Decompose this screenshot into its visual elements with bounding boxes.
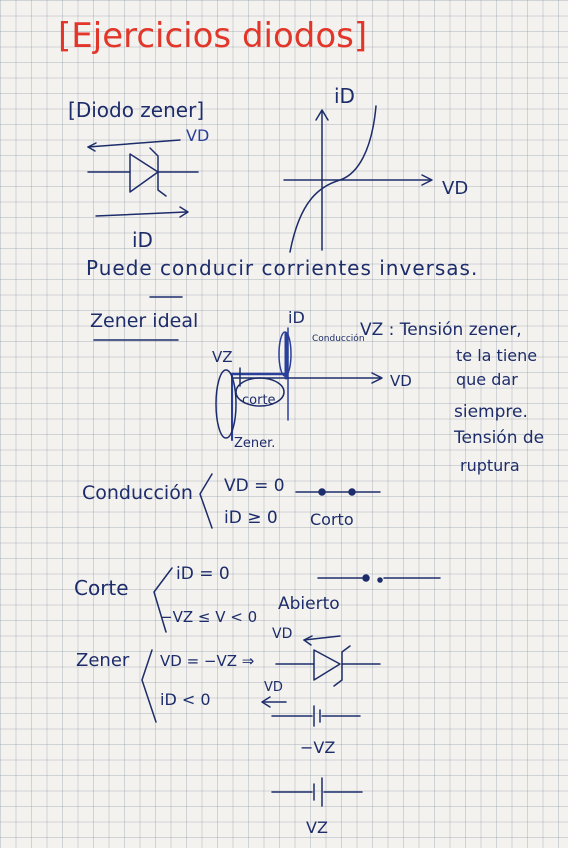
vz-def-line: VZ : Tensión zener, — [360, 320, 522, 340]
conduccion-label: Conducción — [82, 482, 193, 504]
diode-id-label: iD — [132, 228, 153, 252]
zener-cond2: iD < 0 — [160, 690, 211, 709]
bracket-close: ] — [353, 16, 368, 56]
conduccion-cond1: VD = 0 — [224, 476, 285, 496]
conduccion-cond2: iD ≥ 0 — [224, 508, 278, 528]
corte-brace — [153, 567, 173, 633]
zi-vd-label: VD — [390, 372, 412, 390]
corte-model: Abierto — [278, 594, 340, 614]
zener-vd-label-2: VD — [264, 680, 283, 695]
zener-vd-label: VD — [272, 626, 293, 642]
iv-y-label: iD — [334, 84, 355, 108]
zener-brace — [141, 649, 157, 723]
note-inverse: Puede conducir corrientes inversas. — [86, 256, 479, 280]
neg-vz-label: −VZ — [300, 738, 336, 757]
page-title: [Ejercicios diodos] — [58, 16, 367, 56]
corte-cond2: −VZ ≤ V < 0 — [160, 608, 258, 626]
vz-label: VZ — [306, 818, 328, 837]
zi-zener: Zener. — [234, 436, 276, 451]
zi-id-label: iD — [288, 308, 305, 327]
zener-cond1: VD = −VZ ⇒ — [160, 652, 255, 670]
zener-model-diode — [261, 635, 381, 708]
title-text: Ejercicios diodos — [71, 16, 354, 56]
vz-def-line: Tensión de — [454, 428, 545, 448]
zener-label: Zener — [76, 650, 130, 671]
short-circuit-symbol — [295, 488, 381, 496]
iv-curve — [283, 105, 433, 253]
vz-def-line: que dar — [456, 370, 518, 389]
zener-ideal-heading: Zener ideal — [90, 310, 199, 332]
vz-def-line: te la tiene — [456, 346, 538, 365]
vz-def-line: ruptura — [460, 456, 520, 475]
corte-label: Corte — [74, 576, 129, 600]
diodo-zener-heading-text: Diodo zener — [75, 98, 197, 122]
diodo-zener-heading: [Diodo zener] — [68, 98, 205, 122]
vz-def-line: siempre. — [454, 402, 528, 422]
diode-vd-label: VD — [186, 126, 210, 145]
conduccion-model: Corto — [310, 510, 354, 529]
battery-vz — [271, 777, 363, 807]
bracket-open: [ — [58, 16, 72, 56]
corte-cond1: iD = 0 — [176, 564, 230, 584]
zi-vz-label: VZ — [212, 348, 233, 366]
open-circuit-symbol — [317, 574, 441, 583]
conduccion-brace — [199, 473, 213, 529]
zener-ideal-plot — [215, 327, 383, 441]
zi-conduccion: Conducción — [312, 334, 365, 344]
iv-x-label: VD — [442, 178, 469, 199]
battery-neg-vz — [271, 705, 361, 727]
zener-diode-symbol — [87, 139, 199, 218]
